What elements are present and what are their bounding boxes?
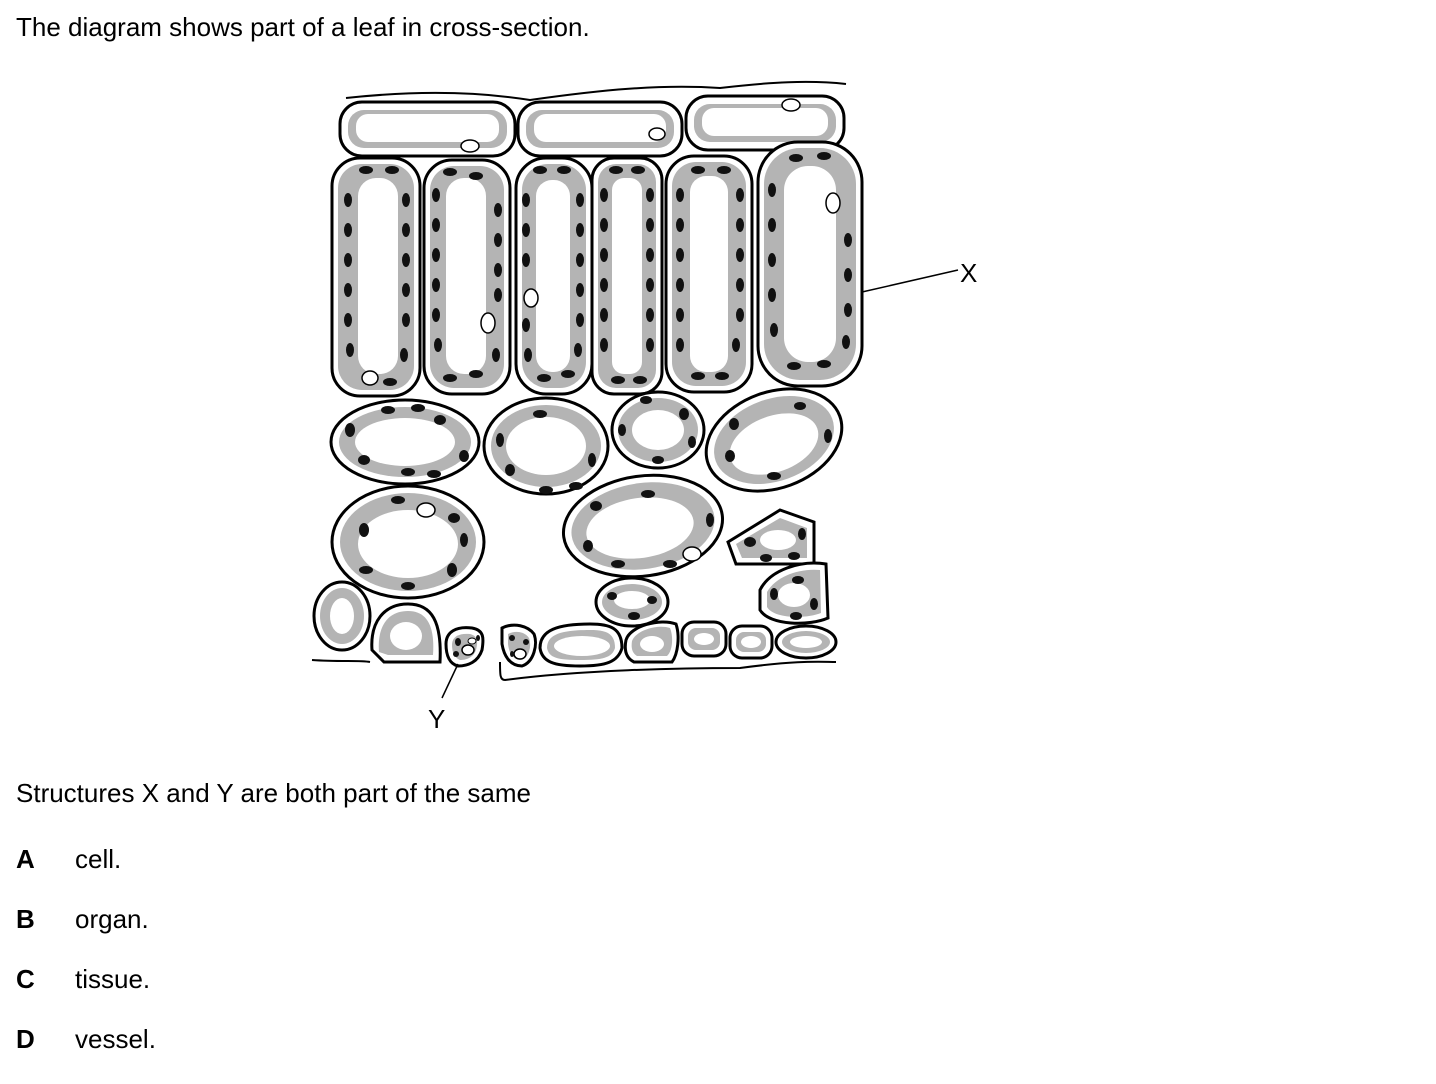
epidermis-vacuole — [356, 114, 499, 142]
option-text: vessel. — [75, 1024, 156, 1054]
option-d[interactable]: D vessel. — [16, 1024, 156, 1084]
lower-epidermis — [312, 580, 838, 668]
lower-epidermis-cell — [623, 620, 680, 664]
spongy-cell — [758, 561, 830, 625]
question-intro: The diagram shows part of a leaf in cros… — [16, 12, 590, 42]
palisade-layer — [330, 140, 864, 398]
spongy-cell — [594, 576, 670, 628]
upper-cuticle — [345, 80, 847, 102]
label-x: X — [960, 258, 977, 288]
option-text: cell. — [75, 844, 122, 874]
option-c[interactable]: C tissue. — [16, 964, 156, 1024]
upper-epidermis — [338, 94, 846, 158]
guard-cell — [500, 623, 537, 668]
option-text: tissue. — [75, 964, 151, 994]
spongy-chloroplasts — [345, 396, 832, 620]
nucleus — [781, 98, 801, 112]
leaf-cross-section-diagram: X Y — [300, 70, 1020, 740]
answer-options: A cell. B organ. C tissue. D vessel. — [16, 844, 156, 1084]
option-letter: A — [16, 844, 35, 874]
spongy-cell — [704, 387, 844, 493]
label-x-leader — [861, 269, 959, 293]
lower-epidermis-cell — [680, 620, 728, 658]
epidermis-vacuole — [534, 114, 666, 142]
question-stem: Structures X and Y are both part of the … — [16, 778, 532, 808]
label-y-leader — [441, 663, 459, 699]
guard-cell-y — [444, 626, 485, 668]
nucleus — [648, 127, 666, 141]
spongy-cell — [561, 473, 725, 579]
palisade-cell — [590, 156, 664, 396]
label-y: Y — [428, 704, 445, 734]
option-letter: C — [16, 964, 35, 994]
option-letter: D — [16, 1024, 35, 1054]
option-b[interactable]: B organ. — [16, 904, 156, 964]
lower-epidermis-cell — [728, 624, 774, 660]
cuticle-lines — [311, 80, 847, 682]
lower-epidermis-cell — [774, 624, 838, 660]
lower-cuticle-left — [311, 659, 371, 663]
lower-cuticle-right — [499, 660, 837, 682]
lower-epidermis-cell — [370, 602, 442, 664]
spongy-cell — [726, 508, 816, 566]
nucleus — [460, 139, 480, 153]
palisade-cell — [756, 140, 864, 388]
palisade-cell — [330, 156, 422, 398]
palisade-cell — [422, 158, 512, 396]
palisade-cell — [664, 154, 754, 394]
leaf-diagram-svg: X Y — [311, 80, 977, 734]
option-letter: B — [16, 904, 35, 934]
lower-epidermis-cell — [538, 622, 624, 668]
option-text: organ. — [75, 904, 149, 934]
epidermis-vacuole — [702, 108, 828, 136]
option-a[interactable]: A cell. — [16, 844, 156, 904]
lower-epidermis-cell — [312, 580, 372, 652]
chloroplasts — [344, 152, 852, 386]
